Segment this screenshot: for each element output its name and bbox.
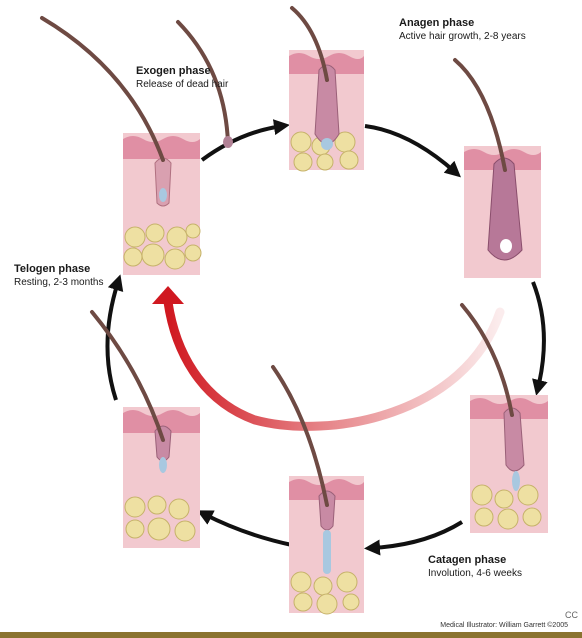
- telogen-subtitle: Resting, 2-3 months: [14, 277, 104, 288]
- arrow-telogen-to-exogen: [105, 274, 124, 401]
- panel-exogen: [123, 133, 202, 275]
- anagen-title: Anagen phase: [399, 17, 475, 29]
- arrow-anagen-to-anagen: [364, 124, 461, 178]
- arrow-catagen-to-catagen: [364, 520, 464, 556]
- bottom-bar: [0, 632, 582, 638]
- panel-catagen-right: [470, 395, 548, 533]
- return-arrow: [152, 286, 505, 431]
- hair-telogen: [90, 310, 165, 442]
- panel-anagen-full: [464, 146, 541, 278]
- exogen-title: Exogen phase: [136, 65, 211, 77]
- arrow-anagen-to-catagen: [531, 281, 548, 396]
- hair-exogen-released: [176, 20, 230, 145]
- hair-anagen-full: [453, 58, 507, 172]
- hair-catagen-right: [460, 303, 514, 417]
- cycle-arrows: [105, 119, 548, 556]
- illustrator-credit: Medical Illustrator: William Garrett ©20…: [440, 622, 568, 629]
- label-exogen: Exogen phase Release of dead hair: [136, 64, 228, 92]
- exogen-subtitle: Release of dead hair: [136, 79, 229, 90]
- hair-anagen-early: [290, 6, 329, 82]
- arrow-catagen-to-telogen: [196, 510, 293, 547]
- hair-exogen-shaft: [40, 16, 165, 162]
- panel-telogen: [123, 407, 200, 548]
- label-telogen: Telogen phase Resting, 2-3 months: [14, 262, 104, 290]
- label-anagen: Anagen phase Active hair growth, 2-8 yea…: [399, 16, 526, 44]
- cc-mark: CC: [565, 610, 578, 620]
- telogen-title: Telogen phase: [14, 263, 91, 275]
- catagen-subtitle: Involution, 4-6 weeks: [428, 568, 522, 579]
- hair-catagen-center: [271, 365, 329, 507]
- arrow-exogen-to-anagen: [200, 119, 290, 162]
- label-catagen: Catagen phase Involution, 4-6 weeks: [428, 553, 522, 581]
- anagen-subtitle: Active hair growth, 2-8 years: [399, 31, 526, 42]
- catagen-title: Catagen phase: [428, 554, 507, 566]
